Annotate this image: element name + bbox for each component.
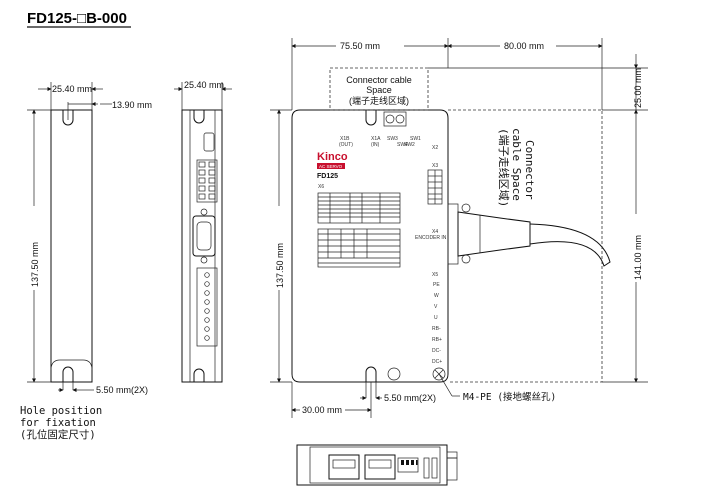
brand-logo: Kinco <box>317 151 348 163</box>
encoder-cable <box>447 203 611 267</box>
dim-front-width: 75.50 mm <box>340 41 380 51</box>
dim-hole-offset: 13.90 mm <box>112 100 152 110</box>
x5-pin-rbm: RB- <box>432 326 441 332</box>
sw2-label: SW2 <box>404 142 415 148</box>
hole-note-line2: for fixation <box>20 417 96 429</box>
dim-top-space: 25.00 mm <box>633 68 643 108</box>
dim-width-back: 25.40 mm <box>52 84 92 94</box>
x3-label: X3 <box>432 163 438 169</box>
sw3-label: SW3 <box>387 136 398 142</box>
model-title: FD125-□B-000 <box>27 10 127 27</box>
x5-pin-rbp: RB+ <box>432 337 442 343</box>
x5-pin-pe: PE <box>433 282 440 288</box>
cable-space-top-line1: Connector cable <box>346 75 412 85</box>
bottom-view <box>296 444 458 486</box>
cable-space-side-line1: Connector <box>523 140 536 200</box>
hole-note-line1: Hole position <box>20 405 102 417</box>
x1b-sub: (OUT) <box>339 142 353 148</box>
dim-height-front: 137.50 mm <box>275 243 285 288</box>
front-view: X1B (OUT) X1A (IN) SW3 SW4 SW1 SW2 X2 Ki… <box>291 109 449 383</box>
hole-note-line3: (孔位固定尺寸) <box>20 428 96 441</box>
x2-label: X2 <box>432 145 438 151</box>
dim-height-back: 137.50 mm <box>30 242 40 287</box>
x5-pin-v: V <box>434 304 438 310</box>
encoder-label: ENCODER IN <box>415 235 447 241</box>
dim-hole-dia-back: 5.50 mm(2X) <box>96 385 148 395</box>
x1a-sub: (IN) <box>371 142 380 148</box>
cable-space-side-line3: (端子走线区域) <box>497 128 511 207</box>
x5-label: X5 <box>432 272 438 278</box>
x5-pin-dcm: DC- <box>432 348 441 354</box>
x1a-label: X1A <box>371 136 381 142</box>
sw4-label: SW4 <box>397 142 408 148</box>
dim-hole-dia-front: 5.50 mm(2X) <box>384 393 436 403</box>
x1b-label: X1B <box>340 136 350 142</box>
cable-space-top-line3: (端子走线区域) <box>349 95 409 106</box>
back-view <box>50 109 93 383</box>
x6-label: X6 <box>318 184 324 190</box>
x5-pin-u: U <box>434 315 438 321</box>
brand-badge: AC SERVO <box>319 164 343 169</box>
ground-note: M4-PE (接地螺丝孔) <box>463 391 556 403</box>
model-label: FD125 <box>317 173 338 180</box>
dim-width-side: 25.40 mm <box>184 80 224 90</box>
cable-space-top-line2: Space <box>366 85 392 95</box>
x5-pin-w: W <box>434 293 439 299</box>
cable-space-side-line2: cable Space <box>510 128 523 201</box>
sw1-label: SW1 <box>410 136 421 142</box>
dim-cable-space-width: 80.00 mm <box>504 41 544 51</box>
x5-pin-dcp: DC+ <box>432 359 442 365</box>
dim-hole-offset-front: 30.00 mm <box>302 405 342 415</box>
dim-right-height: 141.00 mm <box>633 235 643 280</box>
cable-space-side <box>448 109 603 383</box>
side-view <box>181 109 223 383</box>
x4-label: X4 <box>432 229 438 235</box>
